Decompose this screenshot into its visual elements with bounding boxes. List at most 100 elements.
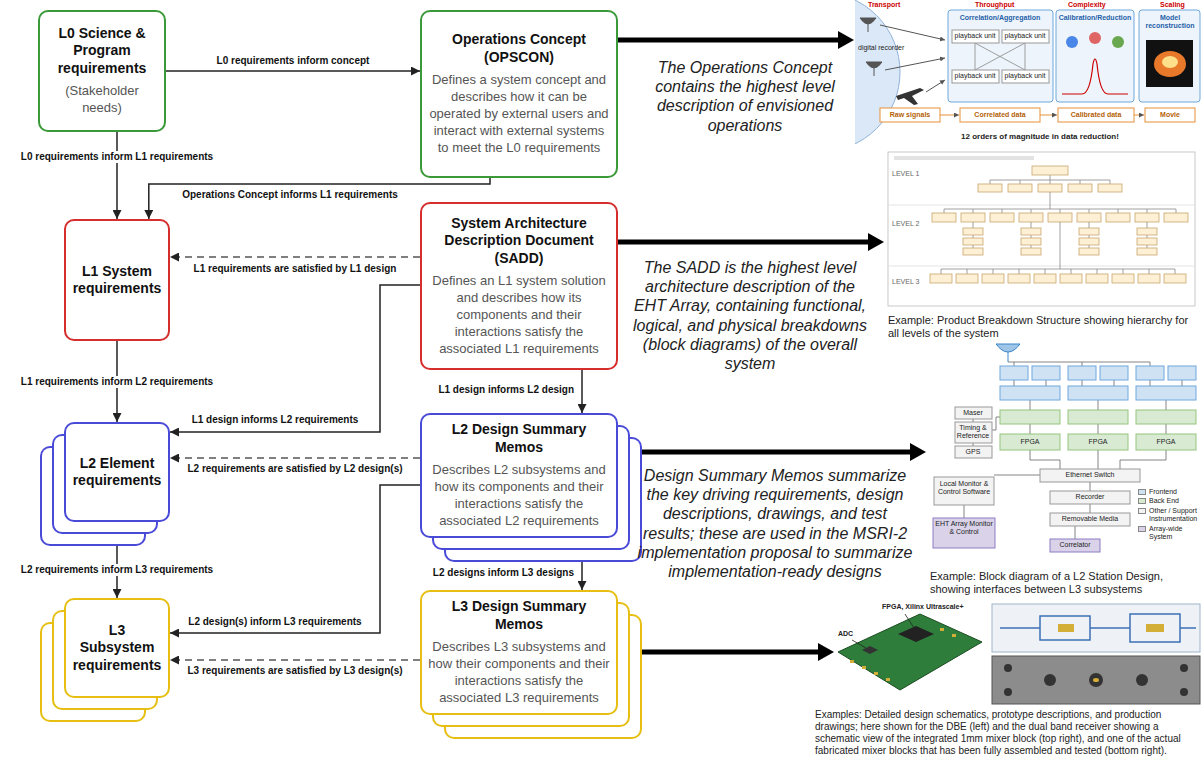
- mixer-block-photo: [992, 656, 1200, 704]
- box-description: Defines an L1 system solution and descri…: [428, 273, 610, 357]
- box-title: L1 System requirements: [72, 263, 162, 298]
- frontend-block: [1032, 366, 1060, 380]
- airplane-icon: [896, 88, 924, 105]
- unit-label: playback unit: [955, 72, 996, 80]
- product-breakdown-figure: [1032, 166, 1068, 175]
- mixer-block-photo: [1044, 674, 1056, 686]
- stage-panel: [1056, 10, 1134, 102]
- block-label: Ethernet Switch: [1065, 471, 1114, 479]
- backend-block: [1068, 410, 1128, 424]
- antenna-icon: [996, 344, 1020, 362]
- requirements-stack: L3 Subsystem requirements: [64, 598, 170, 698]
- edge-label: L2 designs inform L3 designs: [431, 567, 576, 579]
- product-breakdown-figure: [1034, 274, 1056, 283]
- memo-stack: L2 Design Summary MemosDescribes L2 subs…: [420, 413, 618, 538]
- dish-icon: [866, 62, 882, 68]
- calibration-icon: [1066, 36, 1078, 48]
- correlation-wires: [975, 43, 1025, 70]
- product-breakdown-figure: [961, 213, 985, 222]
- support-block: [934, 407, 1140, 526]
- box-description: Describes L2 subsystems and how its comp…: [428, 462, 610, 530]
- data-flow-arrow: [940, 115, 959, 116]
- block-label: FPGA: [1020, 438, 1039, 446]
- challenge-label: Transport: [868, 1, 900, 9]
- figure-caption: Example: Block diagram of a L2 Station D…: [930, 570, 1200, 596]
- informs-arrow: [581, 370, 583, 413]
- device-label: digital recorder: [858, 44, 904, 52]
- product-breakdown-figure: [963, 228, 983, 235]
- product-breakdown-figure: [1079, 228, 1099, 235]
- informs-arrow: [166, 70, 420, 72]
- document-box: System Architecture Description Document…: [420, 202, 618, 370]
- edge-label: L1 design informs L2 requirements: [190, 414, 361, 426]
- stage-title: Calibration/Reduction: [1057, 14, 1133, 22]
- edge-label: L2 requirements are satisfied by L2 desi…: [185, 463, 404, 475]
- edge-label: L3 requirements are satisfied by L3 desi…: [185, 665, 404, 677]
- leader-line: [905, 614, 914, 628]
- data-flow-arrow: [885, 58, 945, 70]
- calibration-icon: [1062, 32, 1128, 94]
- thick-arrow: [630, 450, 912, 455]
- satisfied-by-arrow: [170, 659, 420, 661]
- thick-arrow: [600, 38, 840, 43]
- level-label: LEVEL 2: [892, 220, 919, 228]
- frontend-block: [1000, 366, 1196, 400]
- data-flow-arrow: [1040, 115, 1057, 116]
- product-breakdown-figure: [944, 192, 1176, 213]
- informs-arrow: [116, 132, 118, 219]
- signal-wire: [1008, 362, 1150, 366]
- mixer-block-photo: [1004, 664, 1012, 672]
- mixer-schematic: [1000, 614, 1196, 642]
- product-breakdown-figure: [1008, 184, 1032, 192]
- correlation-wires: [975, 43, 1025, 70]
- playback-unit-box: [1002, 70, 1049, 83]
- product-breakdown-figure: [941, 222, 1175, 274]
- stage-panel: [948, 10, 1053, 102]
- data-flow-arrow: [880, 25, 945, 40]
- dish-icon: [868, 24, 869, 32]
- frontend-block: [1136, 386, 1196, 400]
- block-label: EHT Array Monitor & Control: [934, 520, 994, 537]
- support-block: [955, 422, 992, 443]
- legend-text: Back End: [1149, 497, 1200, 505]
- legend-item: Other / Support Instrumentation: [1138, 507, 1200, 524]
- playback-unit-box: [952, 30, 999, 43]
- board-connector: [850, 628, 956, 681]
- backend-block: [1000, 410, 1196, 450]
- product-breakdown-figure: [963, 238, 983, 245]
- level-label: LEVEL 3: [892, 278, 919, 286]
- informs-arrow: [170, 285, 420, 432]
- frontend-block: [1136, 366, 1164, 380]
- box-title: L3 Design Summary Memos: [428, 598, 610, 633]
- board-connector: [874, 672, 878, 675]
- legend-item: Array-wide System: [1138, 525, 1200, 542]
- board-connector: [940, 628, 944, 631]
- box-title: L2 Design Summary Memos: [428, 421, 610, 456]
- product-breakdown-figure: [956, 274, 978, 283]
- thick-arrow: [600, 240, 870, 245]
- backend-block: [1136, 434, 1196, 450]
- mixer-schematic: [992, 604, 1200, 652]
- support-block: [1050, 513, 1130, 526]
- antenna-icon: [996, 344, 1020, 352]
- box-title: L3 Subsystem requirements: [72, 622, 162, 675]
- array-wide-block: [933, 518, 995, 548]
- frontend-block: [1000, 386, 1060, 400]
- edge-label: L1 requirements are satisfied by L1 desi…: [192, 263, 399, 275]
- product-breakdown-figure: [1008, 274, 1030, 283]
- correlation-wires: [975, 43, 976, 70]
- challenge-label: Throughput: [975, 1, 1014, 9]
- edge-label: L2 design(s) inform L3 requirements: [186, 616, 363, 628]
- product-breakdown-figure: [1138, 274, 1160, 283]
- product-breakdown-figure: [1021, 228, 1041, 235]
- playback-unit-box: [952, 30, 1049, 83]
- product-breakdown-figure: [1048, 213, 1072, 222]
- annotation: Design Summary Memos summarize the key d…: [635, 466, 915, 581]
- challenge-label: Scaling: [1160, 1, 1185, 9]
- edge-label: Operations Concept informs L1 requiremen…: [180, 189, 400, 201]
- legend-item: Frontend: [1138, 488, 1200, 496]
- data-volume-label: Calibrated data: [1071, 111, 1122, 119]
- dbe-board: [838, 614, 982, 690]
- antenna-icon: [1008, 352, 1009, 362]
